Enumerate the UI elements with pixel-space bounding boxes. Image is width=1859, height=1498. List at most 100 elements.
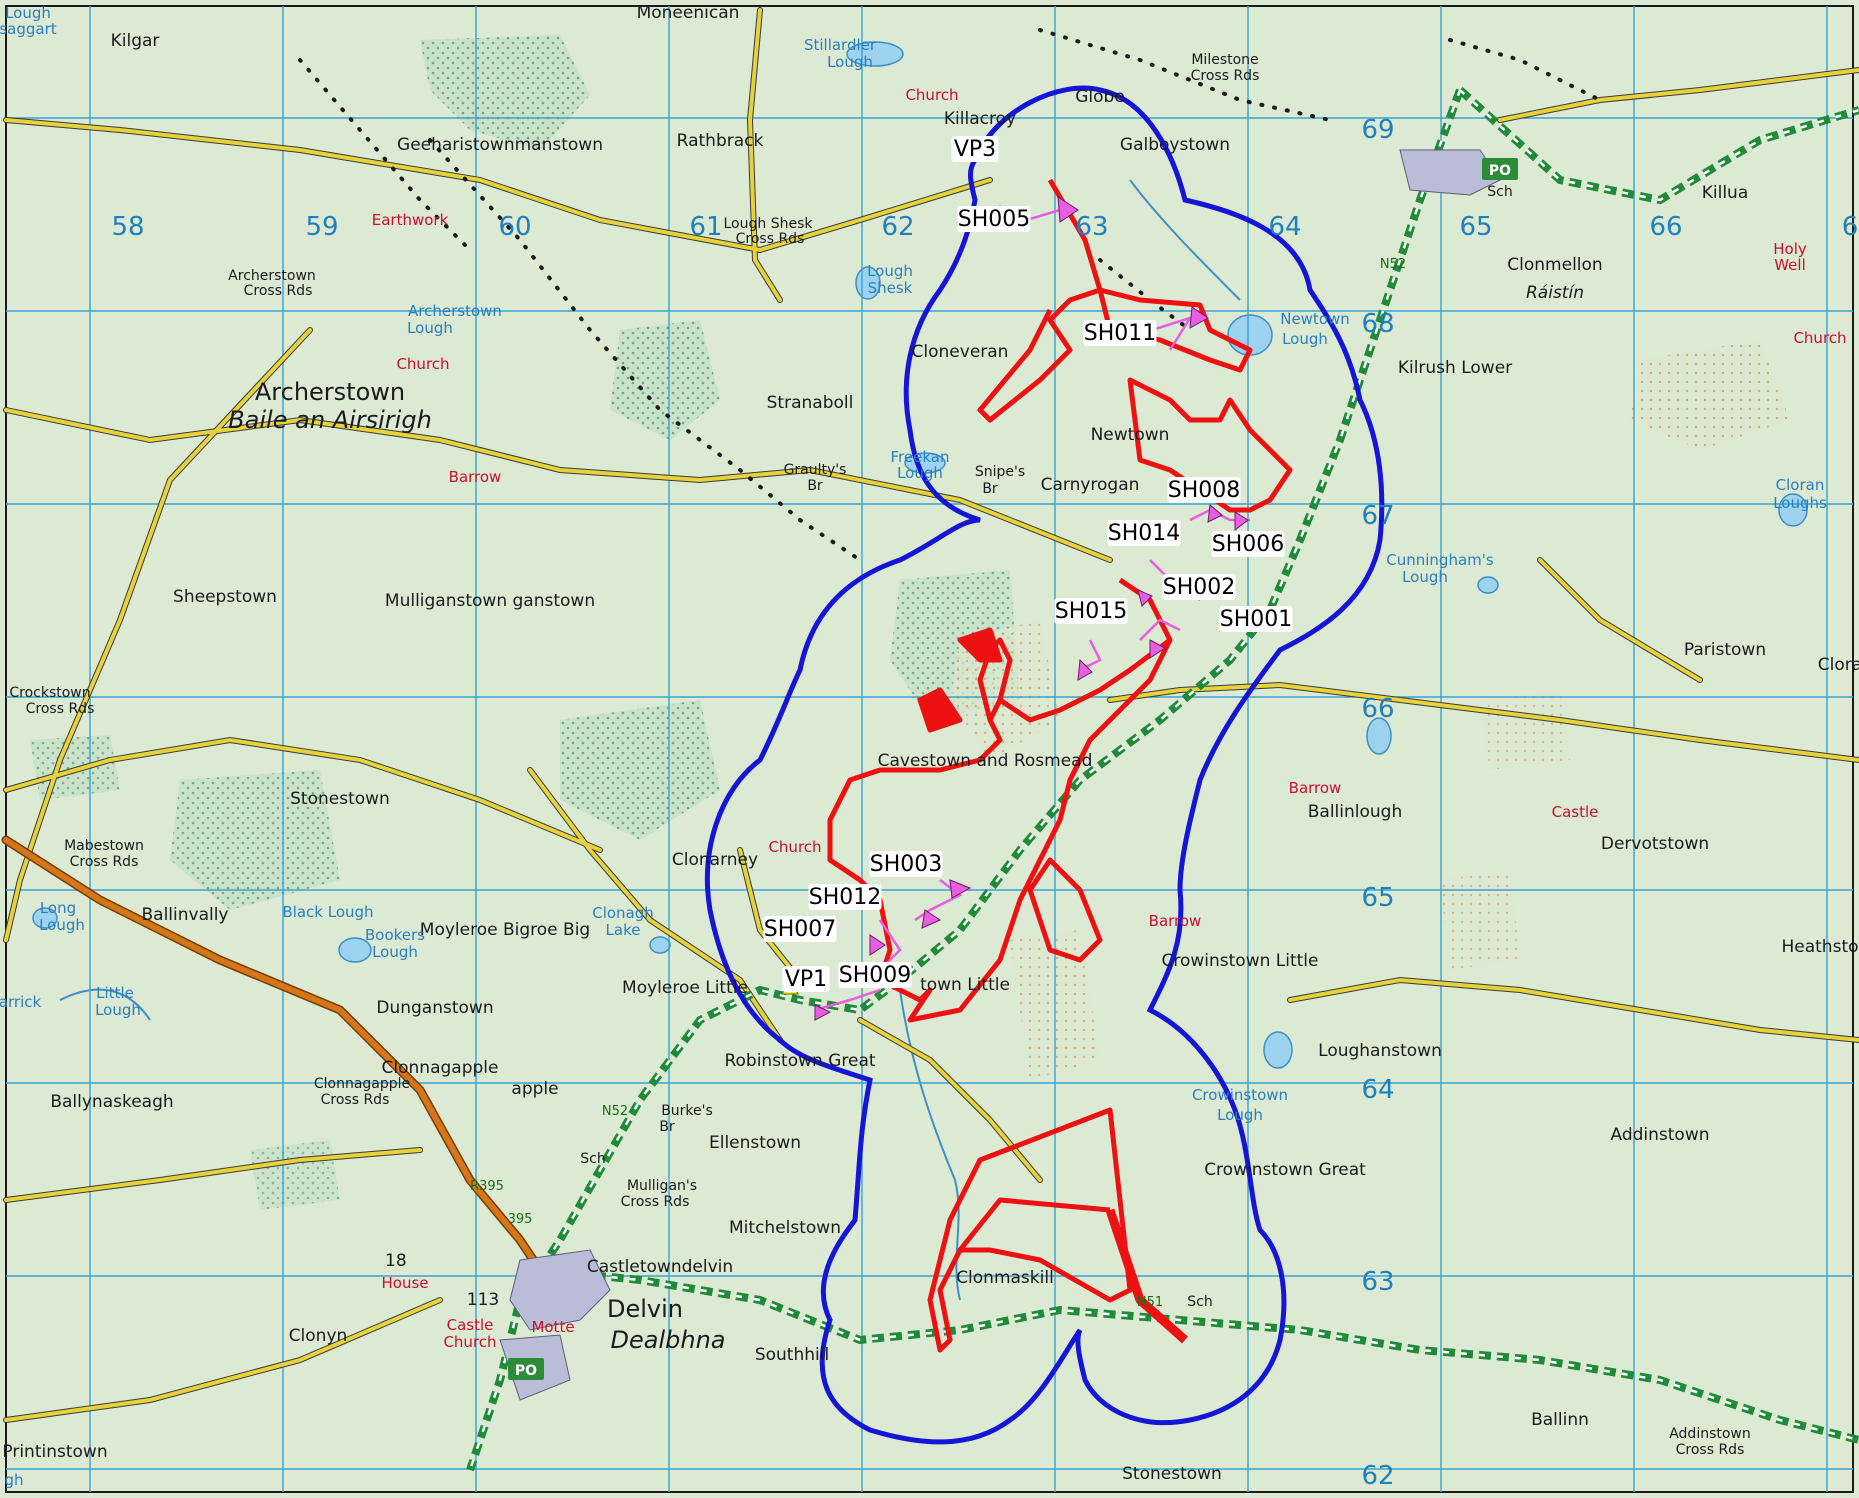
site-boundary[interactable] — [827, 178, 1293, 1353]
viewpoint-label-box — [1054, 598, 1128, 624]
viewpoint-label-text: SH006 — [1212, 532, 1285, 557]
place-label-globe: Globe — [1075, 87, 1125, 107]
place-label-cunninghams2: Lough — [1402, 568, 1448, 586]
place-label-sheepstown: Sheepstown — [173, 587, 277, 607]
place-label-little-lough2: Lough — [95, 1001, 141, 1019]
viewpoint-label-text: SH008 — [1168, 478, 1241, 503]
viewpoint-vp1[interactable]: VP1 — [782, 966, 830, 992]
viewpoint-label-box — [951, 136, 999, 162]
grid-label-northing: 68 — [1361, 309, 1394, 339]
place-label-stranaboll: Stranaboll — [767, 393, 854, 413]
viewpoint-sh015[interactable]: SH015 — [1054, 598, 1128, 624]
place-label-dunganstown: Dunganstown — [376, 998, 493, 1018]
place-label-baile: Baile an Airsirigh — [228, 406, 432, 434]
grid-label-easting: 65 — [1459, 212, 1492, 242]
viewpoint-label-box — [838, 962, 912, 988]
water-bodies — [32, 41, 1808, 1069]
place-label-crowinstown-lough2: Lough — [1217, 1106, 1263, 1124]
viewpoint-label-box — [1211, 531, 1285, 557]
place-label-clonnagapple-xr: Clonnagapple — [314, 1076, 410, 1092]
road-number-r395b: 395 — [508, 1212, 533, 1227]
place-label-holy-well: Holy — [1773, 240, 1807, 258]
place-label-raistin: Ráistín — [1526, 283, 1584, 303]
place-label-crockstown: Crockstown — [9, 685, 90, 701]
viewpoint-markers — [814, 196, 1249, 1021]
grid-label-easting: 58 — [111, 212, 144, 242]
viewpoint-label-box — [869, 851, 943, 877]
place-label-carrick: arrick — [0, 993, 41, 1011]
place-label-archerstown-lough: Archerstown — [408, 302, 502, 320]
viewpoint-label-text: SH007 — [764, 917, 837, 942]
viewpoint-sh008[interactable]: SH008 — [1167, 477, 1241, 503]
place-label-castle-e: Castle — [1552, 803, 1599, 821]
grid-label-easting: 66 — [1649, 212, 1682, 242]
viewpoint-sh009[interactable]: SH009 — [838, 962, 912, 988]
place-label-cross-rds-4: Cross Rds — [26, 701, 95, 717]
place-label-lough-a: Lough — [827, 53, 873, 71]
viewpoint-sh014[interactable]: SH014 — [1107, 520, 1181, 546]
regional-road-r395-fill — [3, 837, 543, 1273]
viewpoint-sh011[interactable]: SH011 — [1083, 320, 1157, 346]
viewpoint-label-box — [957, 206, 1031, 232]
place-label-ellenstown: Ellenstown — [709, 1133, 801, 1153]
place-label-burkes2: Br — [659, 1119, 675, 1135]
place-label-clonarney: Clonarney — [672, 850, 758, 870]
viewpoint-sh003[interactable]: SH003 — [869, 851, 943, 877]
viewpoint-sh006[interactable]: SH006 — [1211, 531, 1285, 557]
place-label-cavestown: Cavestown and Rosmead — [878, 751, 1093, 771]
place-label-crowinstown-great: Crowinstown Great — [1204, 1160, 1366, 1180]
place-label-clora: Clora — [1818, 655, 1859, 675]
place-label-lough-shesk-x: Lough Shesk — [724, 216, 814, 232]
place-label-heathstown: Heathsto — [1781, 937, 1858, 957]
place-label-little-lough: Little — [96, 984, 134, 1002]
viewpoint-label-text: SH005 — [958, 207, 1031, 232]
viewpoint-label-box — [1107, 520, 1181, 546]
place-label-snipes: Snipe's — [975, 464, 1025, 480]
place-label-clonmellon: Clonmellon — [1507, 255, 1602, 275]
place-label-cross-rds-5: Cross Rds — [70, 854, 139, 870]
place-label-house: House — [381, 1274, 428, 1292]
place-label-long-lough2: Lough — [39, 916, 85, 934]
study-area-boundary[interactable] — [705, 85, 1385, 1445]
place-label-ballinlough: Ballinlough — [1308, 802, 1403, 822]
place-label-stonestown-w: Stonestown — [290, 789, 390, 809]
post-office-badges: PO PO Sch 18 — [385, 158, 1518, 1380]
grid-label-easting: 61 — [689, 212, 722, 242]
place-label-holy-well2: Well — [1774, 256, 1806, 274]
road-number-n52-south: N52 — [602, 1104, 628, 1119]
grid-label-northing: 63 — [1361, 1267, 1394, 1297]
place-label-barrow-num: 113 — [467, 1290, 499, 1310]
viewpoint-sh005[interactable]: SH005 — [957, 206, 1031, 232]
place-label-lough-shesk: Lough — [867, 262, 913, 280]
viewpoint-vp3[interactable]: VP3 — [951, 136, 999, 162]
viewpoint-sh012[interactable]: SH012 — [808, 884, 882, 910]
viewpoint-label-box — [1167, 477, 1241, 503]
place-label-castle-w: Castle — [447, 1316, 494, 1334]
grid-label-northing: 65 — [1361, 883, 1394, 913]
viewpoint-label-text: SH014 — [1108, 521, 1181, 546]
place-label-ballynaskeagh: Ballynaskeagh — [50, 1092, 173, 1112]
place-label-kilgar: Kilgar — [111, 31, 160, 51]
place-label-cloran2: Loughs — [1773, 494, 1827, 512]
school-label-clonmellon: Sch — [1487, 184, 1512, 200]
viewpoint-sh007[interactable]: SH007 — [763, 916, 837, 942]
viewpoint-sh002[interactable]: SH002 — [1162, 574, 1236, 600]
viewpoint-sh001[interactable]: SH001 — [1219, 606, 1293, 632]
place-label-barrow-2: Barrow — [1289, 779, 1342, 797]
road-number-n52-north: N52 — [1380, 257, 1406, 272]
grid-label-northing: 66 — [1361, 694, 1394, 724]
place-label-bookers: Bookers — [365, 926, 425, 944]
place-label-newtown-lough: Newtown — [1280, 310, 1350, 328]
place-label-addinstown: Addinstown — [1610, 1125, 1709, 1145]
place-label-cross-rds-2: Cross Rds — [736, 231, 805, 247]
place-label-barrow-3: Barrow — [1149, 912, 1202, 930]
place-label-dervotstown: Dervotstown — [1601, 834, 1709, 854]
number-18-label: 18 — [385, 1251, 407, 1271]
place-label-apple: apple — [511, 1079, 558, 1099]
place-label-crowinstown-lough: Crowinstown — [1192, 1086, 1288, 1104]
place-label-cross-rds-6: Cross Rds — [321, 1092, 390, 1108]
